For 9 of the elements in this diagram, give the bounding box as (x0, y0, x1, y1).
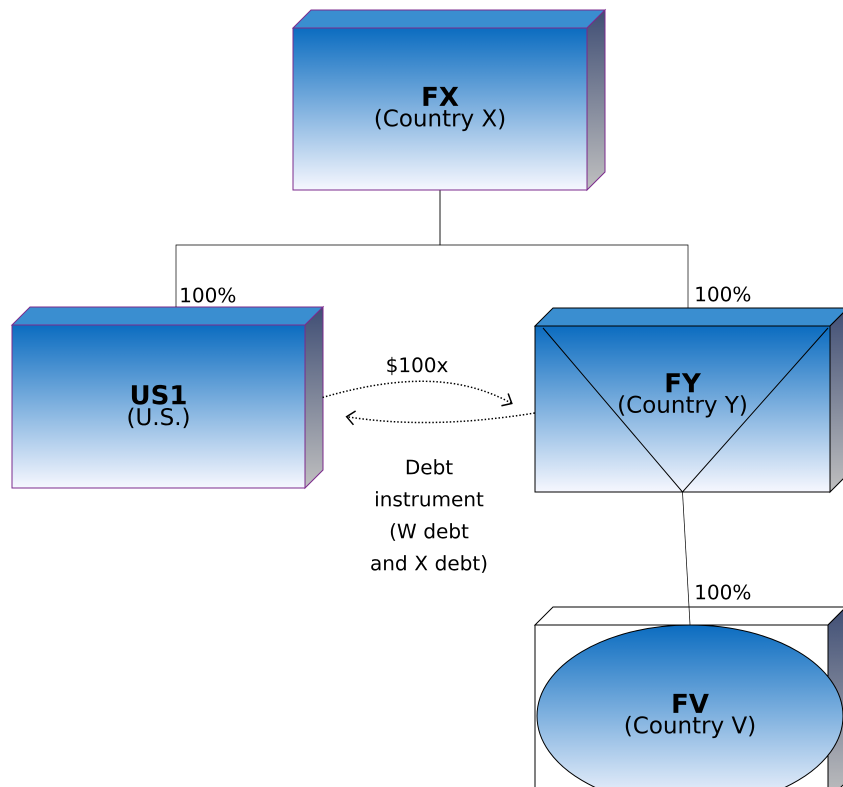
edge-label: 100% (181, 287, 236, 303)
edge-label: 100% (696, 584, 750, 600)
connector-line (440, 190, 688, 308)
edge-label: Debt instrument (W debt and X debt) (371, 459, 486, 573)
arrow (322, 380, 513, 406)
edge-label: $100x (387, 356, 448, 376)
connector-line (682, 492, 690, 625)
edge-label: 100% (696, 286, 750, 302)
arrow (346, 410, 535, 426)
